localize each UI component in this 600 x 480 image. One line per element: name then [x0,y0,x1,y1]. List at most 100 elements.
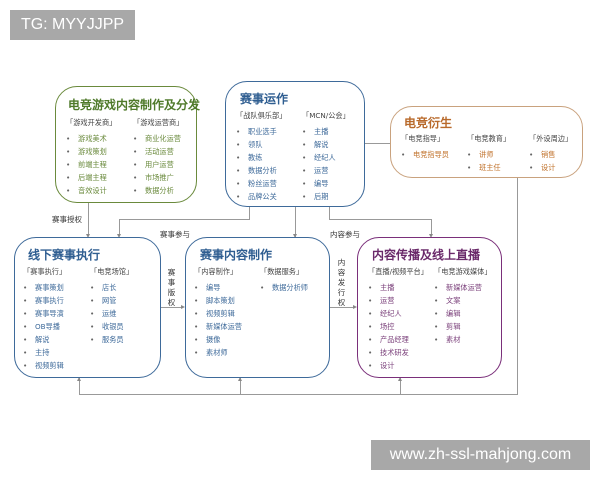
list-item: 设计 [368,359,428,372]
arrow-icon [77,377,81,381]
column: 「电竞游戏媒体」 新媒体运营 文案 编辑 剪辑 素材 [434,267,492,346]
label-event-participation: 赛事参与 [160,230,190,239]
connector-ops-right-h [329,219,432,220]
list-item: 主播 [302,125,350,138]
column: 「电竞教育」 讲师 班主任 [467,134,510,174]
list-item: 数据分析 [236,164,286,177]
column-head: 「电竞游戏媒体」 [434,267,492,276]
list-item: 服务员 [90,333,133,346]
arrow-icon [117,234,121,238]
list-item: 电竞指导员 [401,148,449,161]
list-item: 编导 [302,177,350,190]
connector-content-broadcast [330,307,354,308]
box-event-operations: 赛事运作 「战队俱乐部」 职业选手 领队 教练 数据分析 粉丝运营 品牌公关 「… [225,81,365,207]
label-content-participation: 内容参与 [330,230,360,239]
column-head: 「数据服务」 [260,267,304,276]
list-item: 运营 [302,164,350,177]
column: 「MCN/公会」 主播 解说 经纪人 运营 编导 后期 [302,111,350,203]
connector-ops-right [329,207,330,219]
box-content-distribution-live: 内容传播及线上直播 「直播/视频平台」 主播 运营 经纪人 场控 产品经理 技术… [357,237,502,378]
list-item: 编导 [194,281,242,294]
list-item: 解说 [23,333,66,346]
arrow-icon [429,234,433,238]
list-item: 场控 [368,320,428,333]
connector-ops-left [249,207,250,219]
list-item: 运营 [368,294,428,307]
column-head: 「赛事执行」 [23,267,67,276]
connector-bus-content [240,378,241,395]
box-esports-derivative: 电竞衍生 「电竞指导」 电竞指导员 「电竞教育」 讲师 班主任 「外设周边」 销… [390,106,583,178]
column: 「电竞场馆」 店长 网管 运维 收银员 服务员 [90,267,133,346]
box-title: 电竞游戏内容制作及分发 [68,98,201,112]
column-head: 「电竞场馆」 [90,267,134,276]
list-item: 编辑 [434,307,492,320]
list-item: 主播 [368,281,428,294]
arrow-icon [293,234,297,238]
arrow-icon [353,305,357,309]
column: 「战队俱乐部」 职业选手 领队 教练 数据分析 粉丝运营 品牌公关 [236,111,286,203]
arrow-icon [398,377,402,381]
connector-ops-right-v [431,219,432,236]
list-item: 市场推广 [133,171,183,184]
list-item: 新媒体运营 [194,320,242,333]
list-item: 讲师 [467,148,510,161]
column-head: 「游戏运营商」 [133,118,184,127]
connector-bus-offline [79,378,80,395]
column-head: 「游戏开发商」 [66,118,117,127]
list-item: 商业化运营 [133,132,183,145]
box-title: 电竞衍生 [404,116,453,130]
label-event-license: 赛事授权 [52,215,82,224]
list-item: 运维 [90,307,133,320]
column: 「赛事执行」 赛事策划 赛事执行 赛事导演 OB导播 解说 主持 视频剪辑 [23,267,66,372]
box-title: 内容传播及线上直播 [372,248,481,262]
connector-bottom-bus [79,394,518,395]
list-item: 赛事导演 [23,307,66,320]
list-item: 新媒体运营 [434,281,492,294]
column-head: 「内容制作」 [194,267,238,276]
list-item: 素材 [434,333,492,346]
list-item: 产品经理 [368,333,428,346]
list-item: OB导播 [23,320,66,333]
connector-derivative-ops [365,143,390,144]
list-item: 店长 [90,281,133,294]
column-head: 「战队俱乐部」 [236,111,287,120]
box-title: 赛事内容制作 [200,248,273,262]
label-content-distribution-rights: 内容发行权 [337,258,346,307]
list-item: 职业选手 [236,125,286,138]
list-item: 数据分析师 [260,281,308,294]
list-item: 视频剪辑 [23,359,66,372]
column-head: 「直播/视频平台」 [368,267,428,276]
list-item: 视频剪辑 [194,307,242,320]
column: 「游戏运营商」 商业化运营 活动运营 用户运营 市场推广 数据分析 [133,118,183,197]
list-item: 领队 [236,138,286,151]
column: 「内容制作」 编导 脚本策划 视频剪辑 新媒体运营 摄像 素材师 [194,267,242,359]
arrow-icon [238,377,242,381]
list-item: 收银员 [90,320,133,333]
column: 「电竞指导」 电竞指导员 [401,134,449,161]
list-item: 赛事执行 [23,294,66,307]
list-item: 网管 [90,294,133,307]
list-item: 解说 [302,138,350,151]
column: 「游戏开发商」 游戏美术 游戏策划 前端主程 后端主程 音效设计 [66,118,116,197]
connector-offline-content [161,307,182,308]
list-item: 经纪人 [302,151,350,164]
arrow-icon [181,305,185,309]
list-item: 用户运营 [133,158,183,171]
arrow-icon [86,234,90,238]
list-item: 前端主程 [66,158,116,171]
list-item: 教练 [236,151,286,164]
list-item: 活动运营 [133,145,183,158]
watermark-top-left: TG: MYYJJPP [10,10,135,40]
list-item: 数据分析 [133,184,183,197]
list-item: 销售 [529,148,572,161]
connector-ops-left-h [119,219,250,220]
box-content-distribution: 电竞游戏内容制作及分发 「游戏开发商」 游戏美术 游戏策划 前端主程 后端主程 … [55,86,201,203]
list-item: 文案 [434,294,492,307]
list-item: 后期 [302,190,350,203]
list-item: 品牌公关 [236,190,286,203]
box-title: 线下赛事执行 [28,248,101,262]
box-event-content-production: 赛事内容制作 「内容制作」 编导 脚本策划 视频剪辑 新媒体运营 摄像 素材师 … [185,237,330,378]
list-item: 游戏美术 [66,132,116,145]
list-item: 脚本策划 [194,294,242,307]
list-item: 后端主程 [66,171,116,184]
